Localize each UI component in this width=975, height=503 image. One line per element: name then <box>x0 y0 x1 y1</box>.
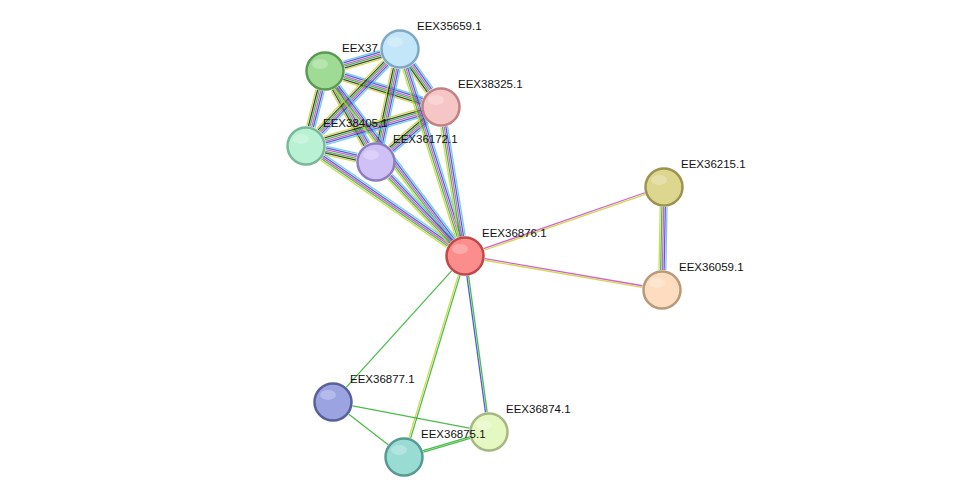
node-circle <box>305 51 345 91</box>
interaction-edge <box>349 414 388 445</box>
evidence-line <box>406 68 459 237</box>
interaction-edge <box>376 68 400 144</box>
evidence-line <box>378 68 394 142</box>
protein-node: EEX36876.1 <box>445 236 485 276</box>
protein-node: EEX35659.1 <box>380 29 420 69</box>
interaction-edge <box>307 89 324 127</box>
node-label: EEX36877.1 <box>350 373 415 386</box>
node-circle <box>445 236 485 276</box>
evidence-line <box>484 193 645 249</box>
evidence-line <box>411 275 460 438</box>
interaction-edge <box>659 207 667 270</box>
node-label: EEX38405.1 <box>323 117 388 130</box>
evidence-line <box>349 414 388 445</box>
evidence-line <box>408 68 461 237</box>
protein-node: EEX36875.1 <box>384 437 424 477</box>
evidence-line <box>307 89 316 125</box>
evidence-line <box>467 276 486 412</box>
evidence-line <box>662 207 663 270</box>
node-circle <box>313 382 353 422</box>
interaction-edge <box>485 259 643 288</box>
protein-node: EEX36172.1 <box>356 142 396 182</box>
evidence-line <box>325 151 356 158</box>
evidence-line <box>346 271 451 387</box>
node-label: EEX37 <box>342 42 378 55</box>
node-label: EEX35659.1 <box>417 20 482 33</box>
protein-node: EEX36215.1 <box>644 167 684 207</box>
evidence-line <box>392 174 453 239</box>
interaction-edge <box>346 271 451 387</box>
evidence-line <box>389 178 450 243</box>
protein-node: EEX37 <box>305 51 345 91</box>
node-label: EEX36215.1 <box>681 158 746 171</box>
evidence-line <box>387 179 448 244</box>
node-circle <box>642 270 682 310</box>
evidence-line <box>485 259 643 286</box>
node-circle <box>384 437 424 477</box>
evidence-line <box>308 90 317 126</box>
evidence-line <box>376 68 392 142</box>
evidence-line <box>484 194 645 250</box>
interaction-edge <box>484 193 646 251</box>
node-circle <box>421 87 461 127</box>
node-label: EEX36059.1 <box>679 261 744 274</box>
evidence-line <box>659 207 660 270</box>
protein-node: EEX38325.1 <box>421 87 461 127</box>
interaction-edge <box>353 406 470 428</box>
interaction-edge <box>467 276 487 413</box>
evidence-line <box>391 175 452 240</box>
node-circle <box>380 29 420 69</box>
node-label: EEX38325.1 <box>458 78 523 91</box>
evidence-line <box>666 207 667 270</box>
evidence-line <box>379 68 395 142</box>
node-label: EEX36875.1 <box>421 428 486 441</box>
evidence-line <box>390 177 451 242</box>
interaction-edge <box>325 146 358 161</box>
evidence-line <box>353 406 470 428</box>
protein-node: EEX38405.1 <box>286 126 326 166</box>
node-label: EEX36172.1 <box>393 133 458 146</box>
protein-node: EEX36877.1 <box>313 382 353 422</box>
interaction-edge <box>387 174 453 244</box>
evidence-line <box>409 275 458 438</box>
evidence-line <box>661 207 662 270</box>
interaction-edge <box>409 275 460 438</box>
protein-node: EEX36059.1 <box>642 270 682 310</box>
node-label: EEX36874.1 <box>506 403 571 416</box>
evidence-line <box>664 207 665 270</box>
interaction-edge <box>403 67 463 238</box>
node-circle <box>356 142 396 182</box>
evidence-line <box>423 438 470 452</box>
node-circle <box>644 167 684 207</box>
evidence-line <box>485 260 643 287</box>
node-label: EEX36876.1 <box>482 227 547 240</box>
node-circle <box>286 126 326 166</box>
evidence-line <box>345 57 382 68</box>
evidence-line <box>469 276 488 412</box>
